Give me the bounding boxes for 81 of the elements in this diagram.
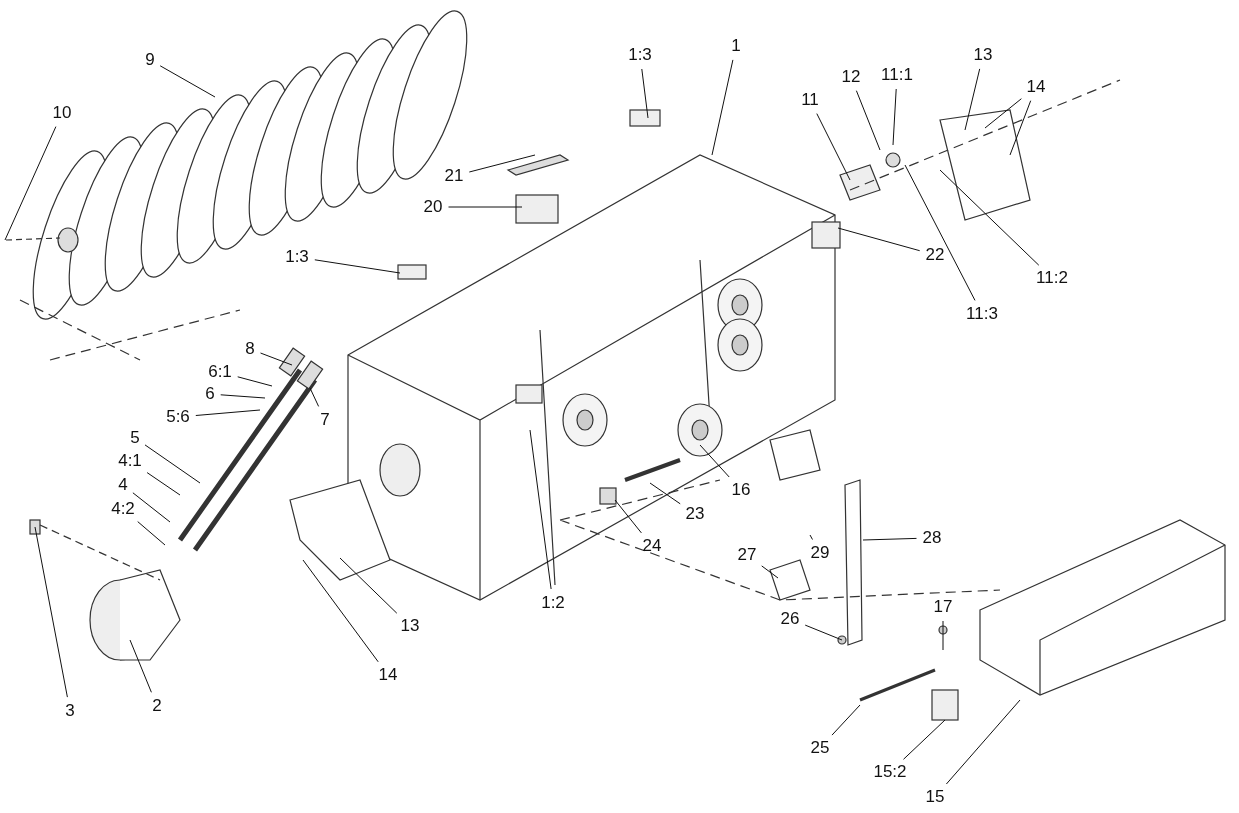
leader-line bbox=[309, 387, 320, 407]
leader-line bbox=[195, 409, 261, 416]
callout-number: 15 bbox=[923, 787, 947, 807]
leader-line bbox=[4, 126, 57, 241]
callout-number: 1:2 bbox=[539, 593, 567, 613]
callout-number: 28 bbox=[920, 528, 944, 548]
leader-line bbox=[641, 68, 649, 119]
leader-line bbox=[809, 534, 813, 540]
leader-line bbox=[132, 492, 171, 523]
leader-line bbox=[964, 68, 981, 131]
leader-line bbox=[837, 227, 921, 252]
leader-line bbox=[448, 206, 523, 208]
leader-line bbox=[903, 719, 946, 760]
callout-number: 14 bbox=[1024, 77, 1048, 97]
callout-number: 4 bbox=[116, 475, 130, 495]
callout-number: 10 bbox=[50, 103, 74, 123]
leader-line bbox=[711, 59, 734, 156]
leader-line bbox=[904, 164, 976, 301]
callout-number: 4:2 bbox=[109, 499, 137, 519]
leader-line bbox=[939, 169, 1040, 266]
callout-number: 1:3 bbox=[626, 45, 654, 65]
leader-line bbox=[529, 429, 552, 590]
callout-number: 7 bbox=[318, 410, 332, 430]
callout-number: 11 bbox=[799, 90, 821, 110]
callout-number: 24 bbox=[640, 536, 664, 556]
leader-line bbox=[314, 259, 401, 274]
callout-number: 22 bbox=[923, 245, 947, 265]
callout-number: 26 bbox=[778, 609, 802, 629]
callout-number: 21 bbox=[442, 166, 466, 186]
leader-line bbox=[146, 472, 181, 496]
callout-number: 20 bbox=[421, 197, 445, 217]
callout-number: 13 bbox=[971, 45, 995, 65]
callout-number: 25 bbox=[808, 738, 832, 758]
leader-line bbox=[831, 704, 861, 736]
leader-line bbox=[129, 639, 152, 693]
leader-line bbox=[761, 565, 779, 579]
callout-number: 2 bbox=[150, 696, 164, 716]
callout-number: 23 bbox=[683, 504, 707, 524]
leader-line bbox=[804, 624, 843, 641]
leader-line bbox=[614, 499, 642, 534]
callout-number: 6:1 bbox=[206, 362, 234, 382]
leader-line bbox=[220, 394, 266, 399]
leader-line bbox=[649, 482, 681, 505]
callout-number: 1 bbox=[729, 36, 743, 56]
callout-number: 9 bbox=[143, 50, 157, 70]
leader-line bbox=[260, 352, 293, 366]
leader-line bbox=[945, 699, 1021, 785]
leader-line bbox=[237, 376, 273, 387]
callout-number: 1:3 bbox=[283, 247, 311, 267]
callout-number: 16 bbox=[729, 480, 753, 500]
leader-line bbox=[699, 444, 730, 478]
callout-number: 6 bbox=[203, 384, 217, 404]
leader-line bbox=[862, 537, 917, 541]
callout-number: 3 bbox=[63, 701, 77, 721]
callout-number: 8 bbox=[243, 339, 257, 359]
callout-number: 11:3 bbox=[964, 304, 1000, 324]
callout-number: 15:2 bbox=[871, 762, 909, 782]
callout-number: 29 bbox=[808, 543, 832, 563]
leader-line bbox=[855, 90, 881, 151]
leader-line bbox=[137, 521, 166, 546]
leader-line bbox=[144, 444, 201, 484]
leader-line bbox=[468, 154, 536, 173]
callout-number: 5 bbox=[128, 428, 142, 448]
leader-line bbox=[892, 88, 897, 146]
callout-number: 4:1 bbox=[116, 451, 144, 471]
leader-line bbox=[942, 620, 944, 651]
leader-line bbox=[984, 98, 1022, 129]
callout-number: 27 bbox=[735, 545, 759, 565]
leader-line bbox=[34, 526, 68, 698]
leader-line bbox=[1009, 100, 1032, 156]
callout-number: 11:1 bbox=[879, 65, 915, 85]
callout-number: 13 bbox=[398, 616, 422, 636]
callout-number: 5:6 bbox=[164, 407, 192, 427]
callout-number: 17 bbox=[931, 597, 955, 617]
callout-number: 12 bbox=[839, 67, 863, 87]
callout-number: 14 bbox=[376, 665, 400, 685]
leader-line bbox=[816, 113, 851, 181]
leader-line bbox=[159, 65, 216, 98]
callout-number: 11:2 bbox=[1034, 268, 1070, 288]
leader-line bbox=[302, 559, 379, 663]
leader-line bbox=[339, 557, 398, 614]
